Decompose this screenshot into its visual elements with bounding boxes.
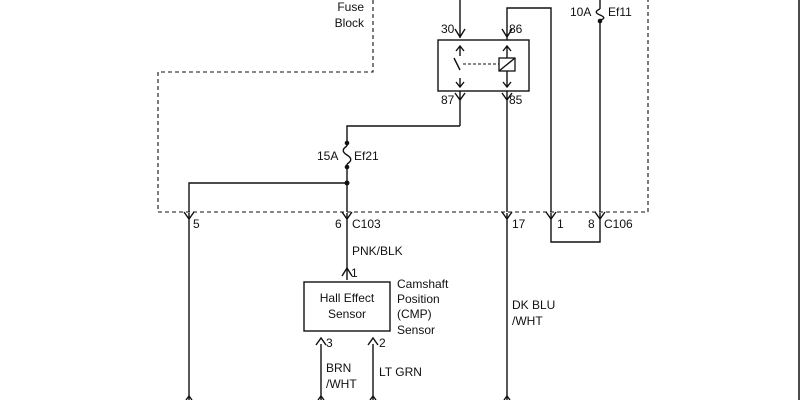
fuse-ef21-top-dot (344, 140, 350, 146)
fuse-block-label-line1: Fuse (337, 0, 364, 14)
c106-name: C106 (604, 217, 633, 231)
fuse-ef21-name: Ef21 (354, 149, 379, 163)
relay-pin-86: 86 (509, 22, 523, 36)
c106-pin1-label: 1 (557, 217, 564, 231)
sensor-pin2-label: 2 (379, 336, 386, 350)
wire-label-brn-2: /WHT (326, 377, 357, 391)
relay-coil-diagonal (498, 57, 516, 72)
sensor-pin1-terminal (341, 266, 353, 277)
fuse-block-label-line2: Block (335, 16, 365, 30)
wire-label-pnk-blk: PNK/BLK (352, 244, 403, 258)
splice-dot (344, 180, 350, 186)
wire-label-brn-1: BRN (326, 361, 351, 375)
sensor-box-line2: Sensor (328, 307, 366, 321)
c103-pin17-terminal (501, 211, 513, 400)
sensor-label-line2: Position (397, 292, 440, 306)
fuse-ef11-rating: 10A (570, 5, 591, 19)
c103-pin5-terminal (183, 211, 195, 400)
relay-pin-86-terminal (501, 28, 513, 40)
bottom-terminals-partial (185, 394, 511, 400)
relay-pin-87: 87 (441, 93, 455, 107)
c106-pin8-label: 8 (588, 217, 595, 231)
relay-pin-30: 30 (441, 22, 455, 36)
relay-pin-87-terminal (454, 91, 466, 126)
fuse-ef11-symbol (595, 8, 605, 21)
relay-pin-85-terminal (501, 91, 513, 212)
sensor-label-line1: Camshaft (397, 277, 449, 291)
wire-label-lt-grn: LT GRN (379, 365, 422, 379)
fuse-block-outline (157, 0, 649, 213)
hall-effect-sensor-box (303, 281, 391, 332)
relay-pin-30-terminal (454, 0, 466, 39)
fuse-ef21-bottom-dot (344, 164, 350, 170)
sensor-pin2-terminal (367, 336, 379, 400)
fuse-ef11-dot (597, 18, 603, 24)
relay-pin-85: 85 (509, 93, 523, 107)
c103-pin6-label: 6 (335, 217, 342, 231)
c103-pin17-label: 17 (512, 217, 526, 231)
wire-relay87-to-ef21 (346, 125, 460, 212)
c103-pin5-label: 5 (193, 217, 200, 231)
wire-splice-to-c103-pin5 (188, 182, 347, 212)
wire-label-dk-blu-1: DK BLU (512, 298, 555, 312)
sensor-box-line1: Hall Effect (320, 291, 375, 305)
sensor-label-line3: (CMP) (397, 307, 432, 321)
relay (437, 39, 530, 92)
c106-loop-wire (550, 213, 601, 243)
relay-switch (453, 44, 465, 89)
fuse-ef21-rating: 15A (317, 149, 338, 163)
sensor-pin3-label: 3 (326, 336, 333, 350)
fuse-ef11-name: Ef11 (608, 5, 632, 19)
wire-relay86-to-c106-pin1 (506, 7, 552, 212)
sensor-label-line4: Sensor (397, 323, 435, 337)
wire-label-dk-blu-2: /WHT (512, 314, 543, 328)
relay-coil-leads (502, 44, 512, 89)
c103-name: C103 (352, 217, 381, 231)
sensor-pin1-label: 1 (351, 266, 358, 280)
fuse-ef21-symbol (342, 145, 352, 165)
sensor-pin3-terminal (315, 336, 327, 400)
